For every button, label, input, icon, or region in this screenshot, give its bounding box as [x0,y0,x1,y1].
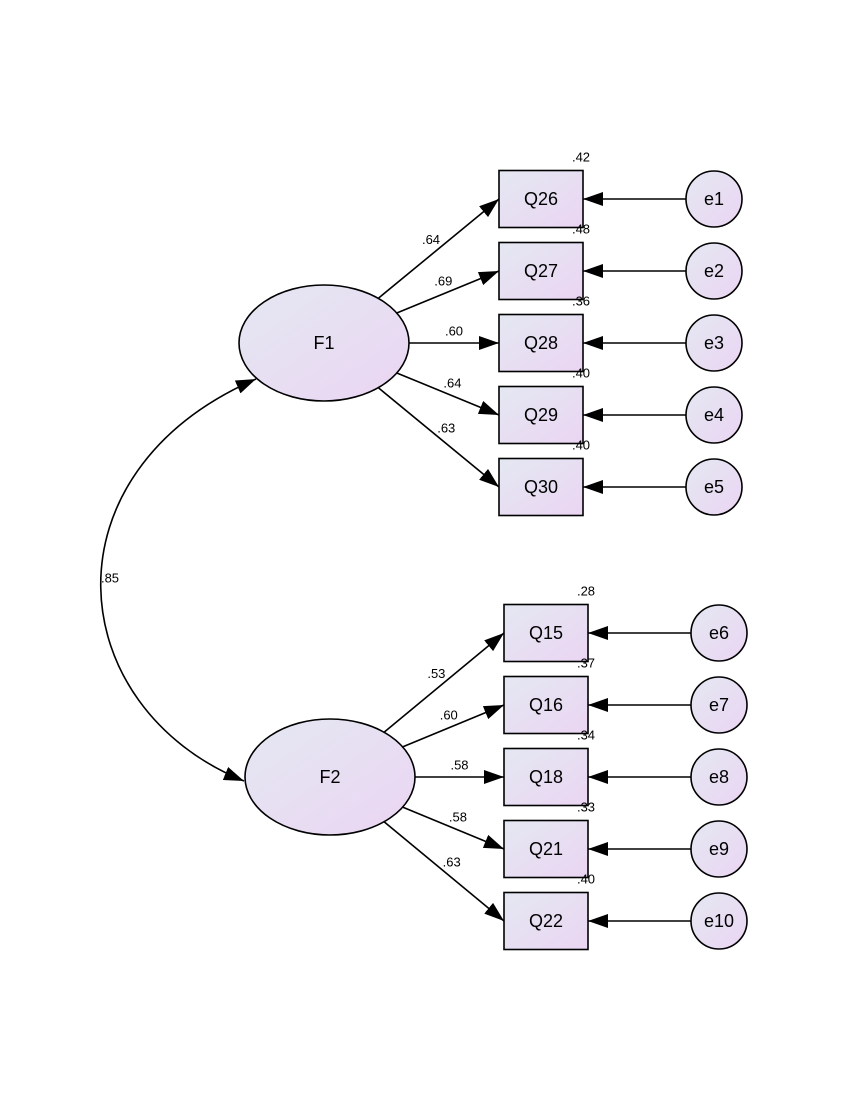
indicator-box-q30 [498,457,584,517]
error-node-e3 [685,314,743,372]
loading-coefficient: .63 [443,855,461,870]
indicator-label: Q27 [524,261,558,281]
error-label: e10 [704,911,734,931]
error-label: e3 [704,333,724,353]
error-label: e2 [704,261,724,281]
loading-coefficient: .58 [449,809,467,824]
factor-node-f2 [244,718,416,836]
error-node-e9 [690,820,748,878]
loading-path-f2-q15 [383,632,505,733]
correlation-coefficient: .85 [101,571,119,586]
r-squared-label: .37 [577,656,595,671]
indicator-box-q18 [503,747,589,807]
loading-coefficient: .64 [443,375,461,390]
indicator-label: Q18 [529,767,563,787]
indicator-box-q29 [498,385,584,445]
r-squared-label: .42 [572,150,590,165]
loading-coefficient: .60 [445,324,463,339]
indicator-box-q26 [498,169,584,229]
indicator-box-q21 [503,819,589,879]
loading-coefficient: .69 [434,273,452,288]
loading-coefficient: .53 [427,666,445,681]
factor-label: F1 [313,333,334,353]
loading-path-f2-q21 [402,806,505,850]
error-node-e7 [690,676,748,734]
error-node-e1 [685,170,743,228]
indicator-label: Q21 [529,839,563,859]
r-squared-label: .28 [577,584,595,599]
loading-coefficient: .60 [440,707,458,722]
error-node-e10 [690,892,748,950]
loading-coefficient: .64 [422,232,440,247]
indicator-label: Q26 [524,189,558,209]
error-node-e4 [685,386,743,444]
indicator-box-q16 [503,675,589,735]
r-squared-label: .40 [577,872,595,887]
loading-path-f2-q22 [383,821,505,922]
loading-path-f1-q29 [396,372,500,416]
loading-coefficient: .63 [437,421,455,436]
loading-coefficient: .58 [450,758,468,773]
correlation-path-f1-f2 [99,378,257,782]
loading-path-f1-q26 [377,198,500,299]
error-label: e1 [704,189,724,209]
error-node-e6 [690,604,748,662]
error-node-e5 [685,458,743,516]
indicator-label: Q15 [529,623,563,643]
indicator-label: Q22 [529,911,563,931]
factor-node-f1 [238,284,410,402]
error-label: e9 [709,839,729,859]
indicator-label: Q30 [524,477,558,497]
indicator-box-q28 [498,313,584,373]
r-squared-label: .33 [577,800,595,815]
error-label: e5 [704,477,724,497]
error-label: e4 [704,405,724,425]
error-node-e2 [685,242,743,300]
indicator-box-q15 [503,603,589,663]
r-squared-label: .36 [572,294,590,309]
r-squared-label: .40 [572,438,590,453]
error-node-e8 [690,748,748,806]
nodes-layer [238,169,748,951]
error-label: e6 [709,623,729,643]
factor-label: F2 [319,767,340,787]
indicator-label: Q16 [529,695,563,715]
indicator-box-q27 [498,241,584,301]
r-squared-label: .40 [572,366,590,381]
indicator-label: Q29 [524,405,558,425]
edges-layer [99,192,691,928]
loading-path-f2-q16 [402,704,505,748]
r-squared-label: .34 [577,728,595,743]
loading-path-f1-q30 [377,387,500,488]
error-label: e8 [709,767,729,787]
indicator-box-q22 [503,891,589,951]
loading-path-f1-q27 [396,270,500,314]
error-label: e7 [709,695,729,715]
indicator-label: Q28 [524,333,558,353]
r-squared-label: .48 [572,222,590,237]
